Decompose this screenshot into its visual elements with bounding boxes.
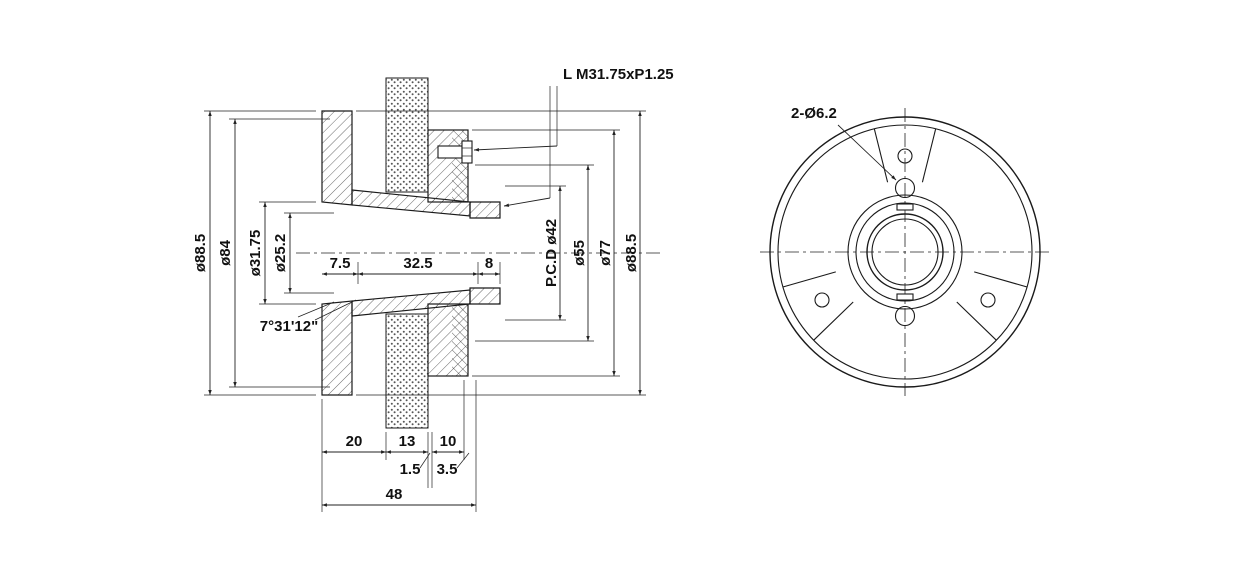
rubber-roller-bottom — [385, 313, 429, 429]
dim-label-20: 20 — [346, 433, 363, 450]
dim-label-35: 3.5 — [437, 461, 458, 478]
mount-hole-bottom — [894, 305, 916, 327]
front-view: 2-Ø6.2 — [760, 105, 1050, 396]
knurl-strip-bottom — [452, 304, 468, 376]
dim-label-left-od252: ø25.2 — [272, 234, 289, 272]
lug-hole-lower-right — [980, 292, 996, 308]
dim-label-width-8: 8 — [485, 255, 493, 272]
bore-step-circle — [866, 213, 944, 291]
section-width-dimensions: 7.5 32.5 8 — [322, 255, 501, 284]
section-part-geometry — [296, 77, 662, 429]
hole-callout: 2-Ø6.2 — [791, 105, 897, 181]
section-view: ø88.5 ø84 ø31.75 ø25.2 7°31'12" — [192, 66, 674, 512]
dim-label-left-od885: ø88.5 — [192, 234, 209, 272]
lug-divider-lines — [782, 128, 1028, 341]
mount-hole-top — [894, 177, 916, 199]
dim-label-right-od885: ø88.5 — [623, 234, 640, 272]
lug-hole-lower-left — [814, 292, 830, 308]
threaded-sleeve-top — [469, 201, 501, 219]
outer-diameter-circle — [769, 116, 1041, 388]
hole-callout-label: 2-Ø6.2 — [791, 105, 837, 122]
rim-step-circle — [777, 124, 1033, 380]
keyway-mark-top — [896, 203, 914, 211]
bore-outer-circle — [855, 202, 955, 302]
dim-label-od55: ø55 — [571, 240, 588, 266]
dim-label-left-od3175: ø31.75 — [247, 230, 264, 277]
thread-callout: L M31.75xP1.25 — [473, 66, 674, 207]
dim-label-48: 48 — [386, 486, 403, 503]
thread-label: L M31.75xP1.25 — [563, 66, 674, 83]
threaded-sleeve-bottom — [469, 287, 501, 305]
dim-label-10: 10 — [440, 433, 457, 450]
flange-section-bottom — [321, 300, 353, 396]
hub-boss-circle — [847, 194, 963, 310]
section-bottom-dimensions: 20 13 10 1.5 3.5 48 — [321, 380, 477, 512]
dim-label-pcd42: P.C.D ø42 — [543, 219, 560, 287]
dim-label-od77: ø77 — [597, 240, 614, 266]
section-left-dimensions: ø88.5 ø84 ø31.75 ø25.2 — [192, 110, 334, 396]
set-screw — [437, 140, 473, 164]
dim-label-width-325: 32.5 — [403, 255, 432, 272]
dim-label-13: 13 — [399, 433, 416, 450]
section-right-dimensions: P.C.D ø42 ø55 ø77 ø88.5 — [356, 110, 646, 396]
taper-angle-callout: 7°31'12" — [260, 299, 357, 335]
rubber-roller-top — [385, 77, 429, 193]
flange-section-top — [321, 110, 353, 206]
dim-label-left-od84: ø84 — [217, 239, 234, 266]
dim-label-15: 1.5 — [400, 461, 421, 478]
bore-inner-circle — [871, 218, 939, 286]
keyway-mark-bottom — [896, 293, 914, 301]
angle-label: 7°31'12" — [260, 318, 318, 335]
lug-hole-top — [897, 148, 913, 164]
dim-label-width-75: 7.5 — [330, 255, 351, 272]
